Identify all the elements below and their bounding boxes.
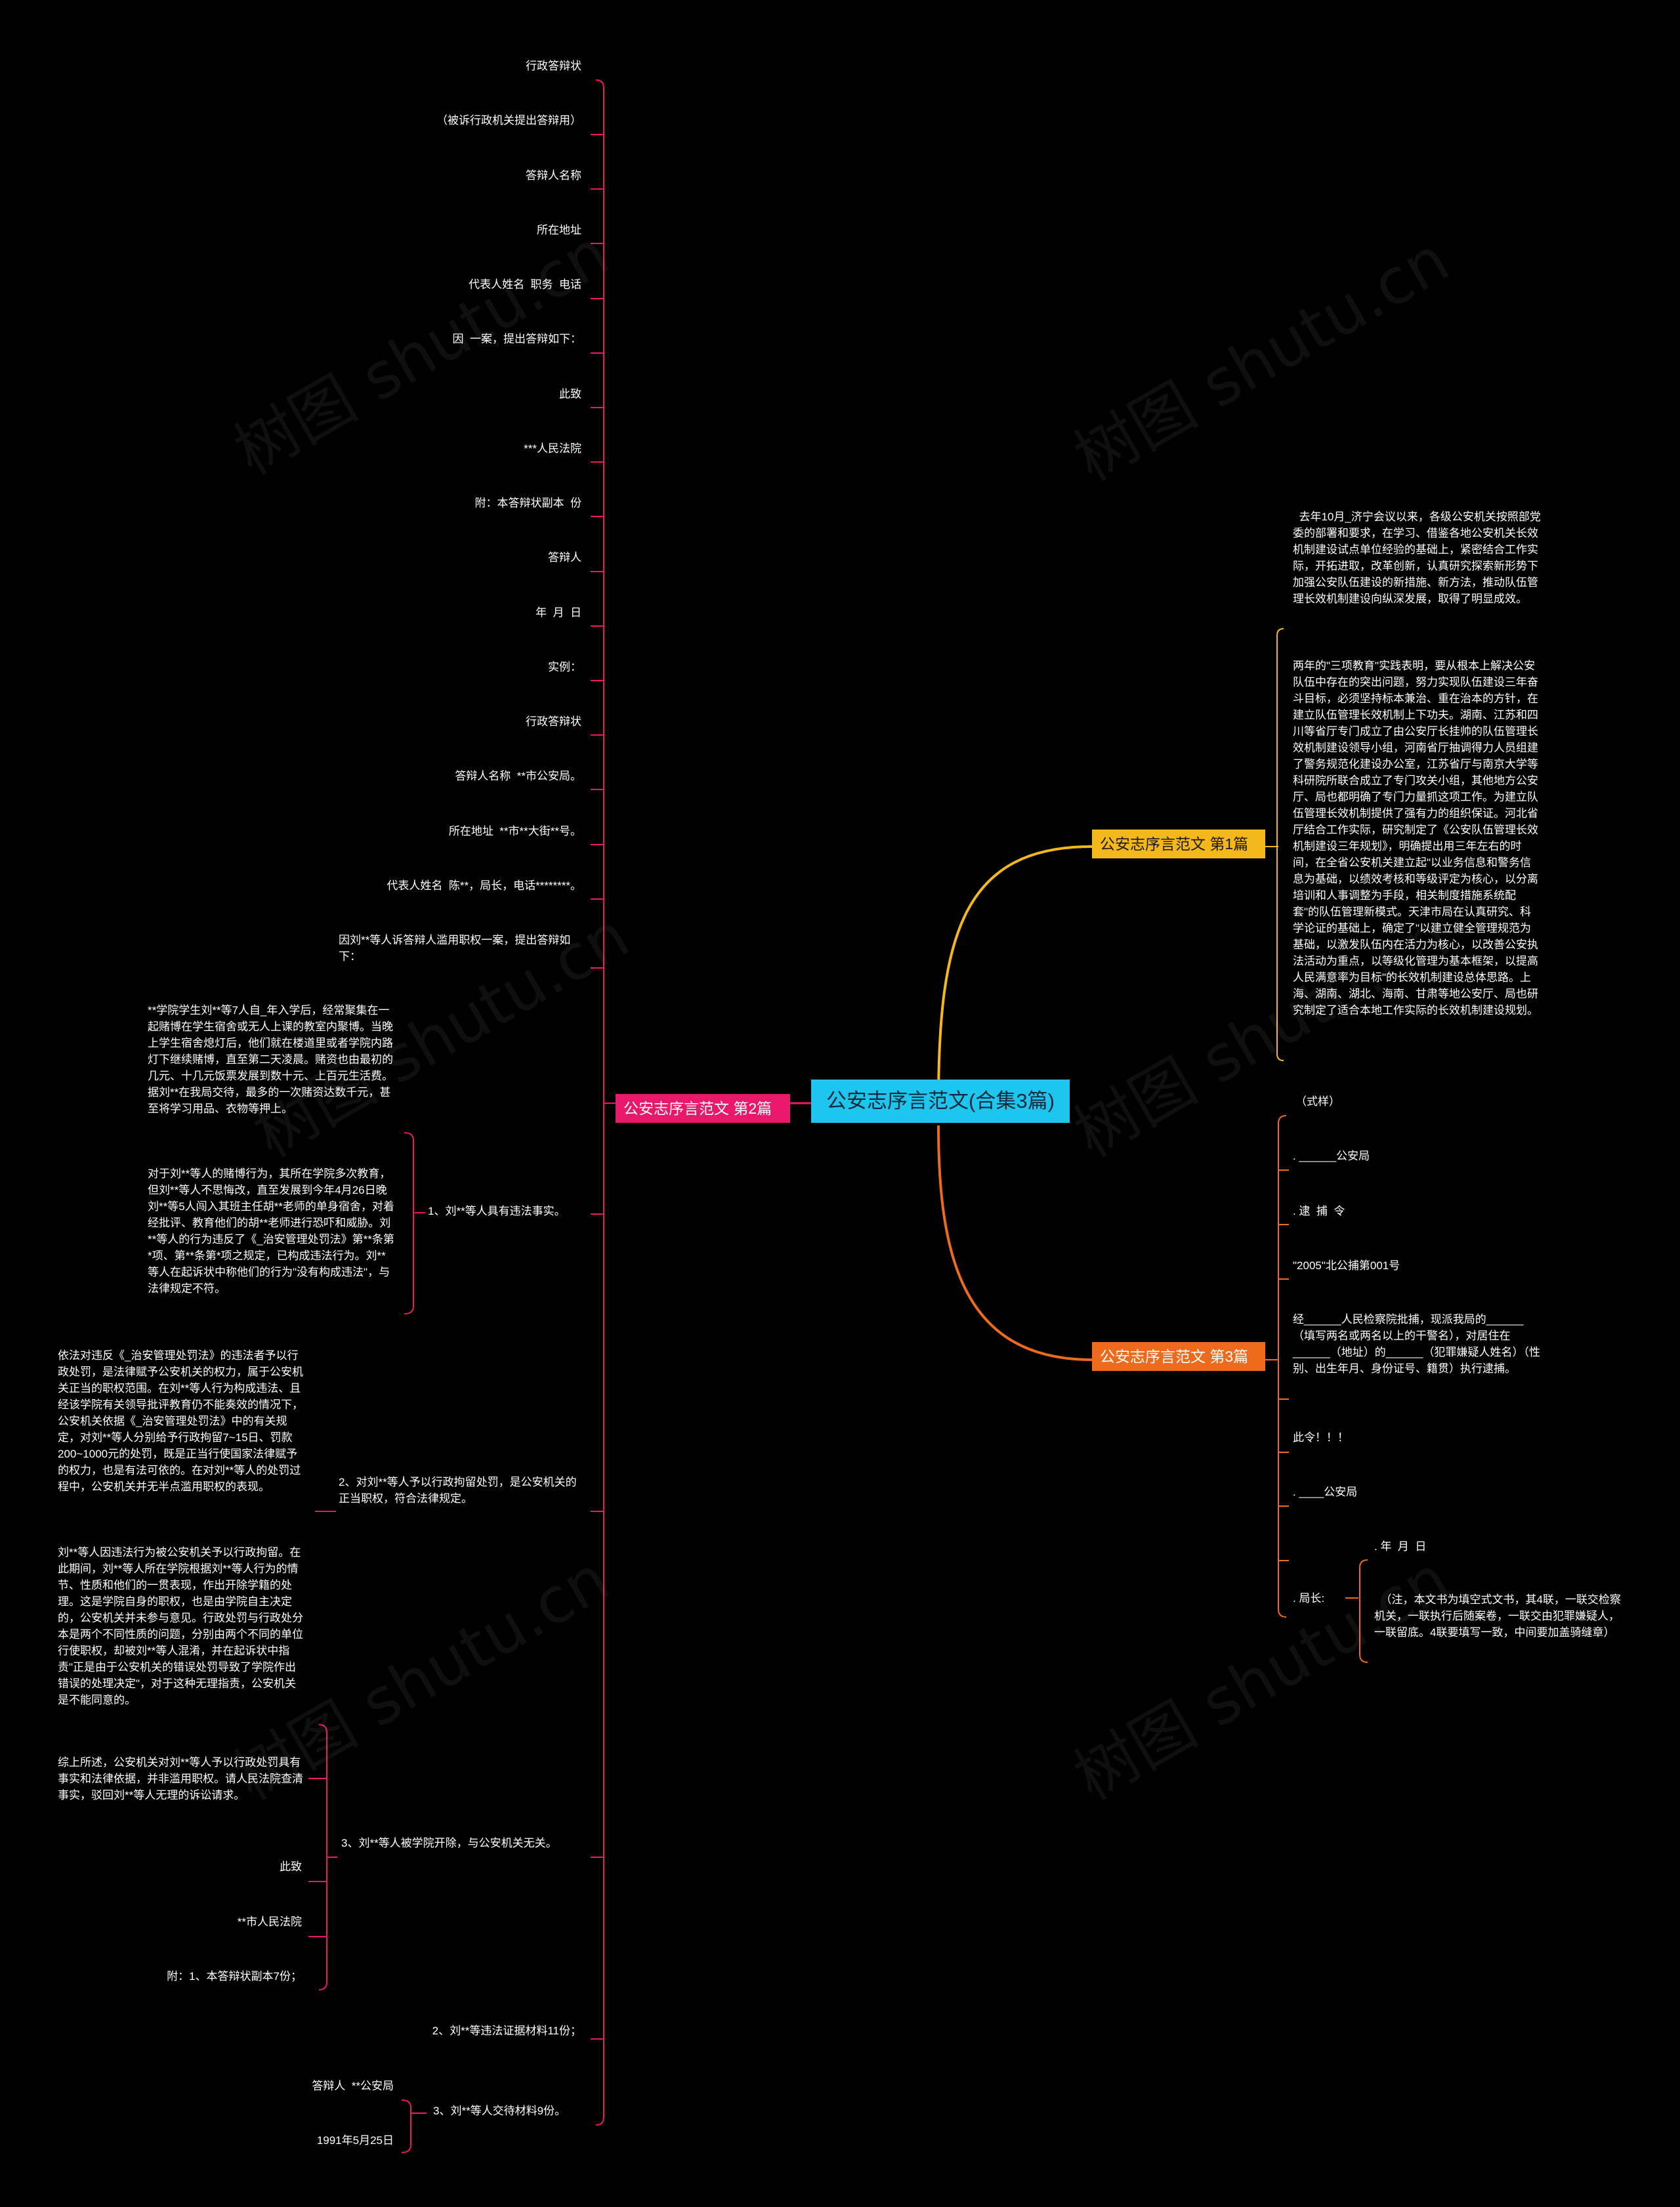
b2-item-2: 答辩人名称 xyxy=(526,169,581,182)
b3-sub-bracket xyxy=(1359,1559,1368,1663)
b2-sub3-label: 3、刘**等人被学院开除，与公安机关无关。 xyxy=(341,1837,557,1849)
branch-1-node[interactable]: 公安志序言范文 第1篇 xyxy=(1092,830,1265,858)
branch-1-text-2: 两年的"三项教育"实践表明，要从根本上解决公安队伍中存在的突出问题，努力实现队伍… xyxy=(1293,660,1538,1017)
b3-bracket xyxy=(1278,1115,1287,1618)
b2-item-3: 所在地址 xyxy=(537,224,581,236)
b2-item-13: 答辩人名称 **市公安局。 xyxy=(455,770,581,782)
b2-sub1-label: 1、刘**等人具有违法事实。 xyxy=(428,1205,566,1217)
b3-sub-child-1: . 年 月 日 xyxy=(1374,1540,1427,1553)
b2-sub4-child-1: 答辩人 **公安局 xyxy=(312,2080,394,2092)
branch-2-node[interactable]: 公安志序言范文 第2篇 xyxy=(616,1094,790,1123)
b2-sub3-child-5: 附：1、本答辩状副本7份； xyxy=(167,1970,302,1983)
b3-sub-label: . 局长: xyxy=(1293,1592,1325,1605)
b2-sub4-child-2: 1991年5月25日 xyxy=(316,2134,394,2147)
b2-item-16: 因刘**等人诉答辩人滥用职权一案，提出答辩如下： xyxy=(339,934,571,963)
b3-item-2: . 逮 捕 令 xyxy=(1293,1205,1345,1217)
b2-sub1-child-2: 对于刘**等人的赌博行为，其所在学院多次教育，但刘**等人不思悔改，直至发展到今… xyxy=(148,1167,394,1295)
b2-sub4-label: 3、刘**等人交待材料9份。 xyxy=(433,2105,566,2117)
b3-item-3: "2005"北公捕第001号 xyxy=(1293,1259,1400,1272)
b2-sub3-child-2: 综上所述，公安机关对刘**等人予以行政处罚具有事实和法律依据，并非滥用职权。请人… xyxy=(58,1756,303,1801)
b2-sub2-label: 2、对刘**等人予以行政拘留处罚，是公安机关的正当职权，符合法律规定。 xyxy=(339,1476,577,1505)
branch-3-node[interactable]: 公安志序言范文 第3篇 xyxy=(1092,1342,1265,1371)
b2-sub4-bracket xyxy=(401,2099,411,2153)
branch-1-text-1: 去年10月_济宁会议以来，各级公安机关按照部党委的部署和要求，在学习、借鉴各地公… xyxy=(1293,511,1541,605)
b2-item-10: 年 月 日 xyxy=(536,606,581,619)
b2-sub1-bracket xyxy=(404,1132,414,1314)
b2-item-5: 因 一案，提出答辩如下： xyxy=(452,333,581,345)
b3-item-6: . ____公安局 xyxy=(1293,1486,1358,1498)
b2-sub3-child-1: 刘**等人因违法行为被公安机关予以行政拘留。在此期间，刘**等人所在学院根据刘*… xyxy=(58,1546,303,1706)
b2-item-9: 答辩人 xyxy=(548,551,581,564)
b2-item-14: 所在地址 **市**大街**号。 xyxy=(448,825,581,837)
b3-item-0: （式样） xyxy=(1295,1095,1340,1108)
b2-sub3-child-4: **市人民法院 xyxy=(237,1916,302,1928)
b1-bracket xyxy=(1276,628,1284,1061)
b2-item-after-sub3: 2、刘**等违法证据材料11份； xyxy=(432,2025,581,2037)
b2-item-8: 附：本答辩状副本 份 xyxy=(474,497,581,509)
b2-sub1-child-1: **学院学生刘**等7人自_年入学后，经常聚集在一起赌博在学生宿舍或无人上课的教… xyxy=(148,1004,393,1115)
b2-sub2-child-1: 依法对违反《_治安管理处罚法》的违法者予以行政处罚，是法律赋予公安机关的权力，属… xyxy=(58,1349,303,1493)
b2-item-11: 实例： xyxy=(548,661,581,673)
b2-sub3-child-3: 此致 xyxy=(280,1860,302,1873)
root-node[interactable]: 公安志序言范文(合集3篇) xyxy=(811,1080,1070,1123)
b3-sub-child-2: （注，本文书为填空式文书，其4联，一联交检察机关，一联执行后随案卷，一联交由犯罪… xyxy=(1374,1593,1621,1639)
b3-item-1: . ______公安局 xyxy=(1293,1150,1370,1162)
b2-item-6: 此致 xyxy=(559,388,581,400)
b2-item-0: 行政答辩状 xyxy=(526,60,581,72)
b2-item-1: （被诉行政机关提出答辩用） xyxy=(436,114,581,127)
b2-item-12: 行政答辩状 xyxy=(526,715,581,728)
b3-item-5: 此令！！！ xyxy=(1293,1431,1349,1444)
b2-item-4: 代表人姓名 职务 电话 xyxy=(469,278,581,291)
b3-item-4: 经______人民检察院批捕，现派我局的______（填写两名或两名以上的干警名… xyxy=(1293,1313,1540,1375)
b2-item-7: ***人民法院 xyxy=(524,442,581,455)
connector-root-branch1 xyxy=(937,845,1093,1103)
connector-root-branch3 xyxy=(937,1125,1093,1361)
b2-item-15: 代表人姓名 陈**，局长，电话********。 xyxy=(387,879,581,892)
b2-spine xyxy=(595,79,604,2126)
